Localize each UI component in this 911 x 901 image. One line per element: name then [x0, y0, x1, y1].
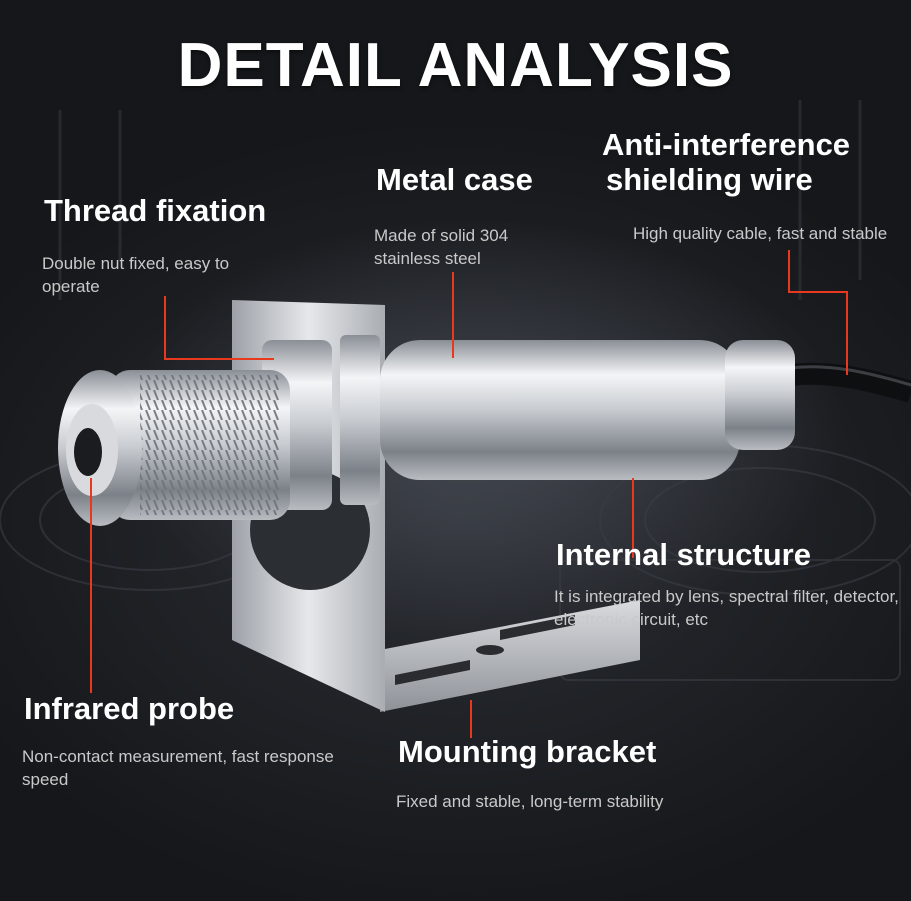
desc-metal-case: Made of solid 304 stainless steel [374, 226, 509, 268]
leader-shield-v1 [788, 250, 790, 292]
heading-metal-case: Metal case [372, 163, 539, 201]
leader-bracket [470, 700, 472, 738]
heading-thread-fixation: Thread fixation [40, 194, 273, 232]
leader-metal [452, 272, 454, 358]
desc-shielding-wire: High quality cable, fast and stable [633, 224, 888, 243]
leader-thread-h [164, 358, 274, 360]
leader-internal [632, 478, 634, 558]
heading-shielding-line1: Anti-interference [602, 127, 851, 162]
leader-probe [90, 478, 92, 693]
heading-infrared-probe: Infrared probe [20, 692, 241, 730]
heading-mounting-bracket: Mounting bracket [394, 735, 663, 773]
desc-infrared-probe: Non-contact measurement, fast response s… [22, 747, 334, 789]
leader-thread-v [164, 296, 166, 360]
leader-shield-h [788, 291, 848, 293]
heading-shielding-line2: shielding wire [602, 163, 849, 201]
leader-shield-v2 [846, 291, 848, 375]
heading-internal-structure: Internal structure [552, 538, 817, 576]
desc-mounting-bracket: Fixed and stable, long-term stability [396, 792, 664, 811]
desc-thread-fixation: Double nut fixed, easy to operate [42, 254, 230, 296]
desc-internal-structure: It is integrated by lens, spectral filte… [554, 587, 899, 629]
page-title: DETAIL ANALYSIS [177, 31, 734, 100]
